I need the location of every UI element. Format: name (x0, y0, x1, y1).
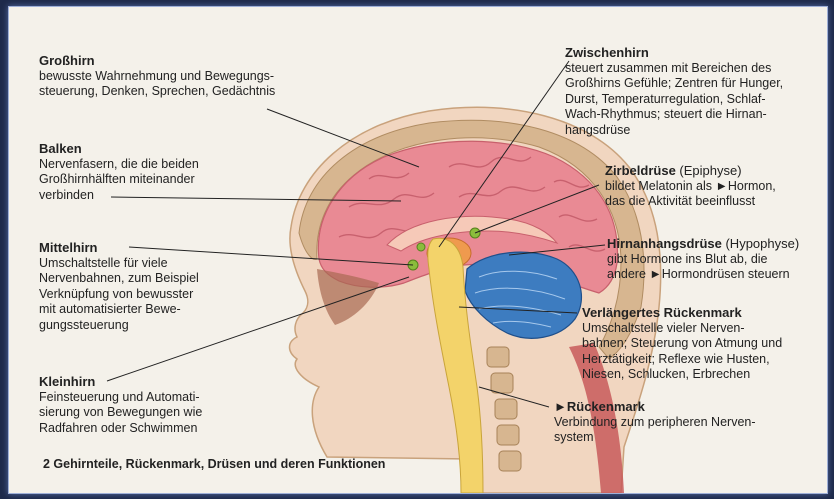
label-zirbeldruese: Zirbeldrüse (Epiphyse) bildet Melatonin … (605, 163, 827, 210)
label-mittelhirn: Mittelhirn Umschaltstelle für viele Nerv… (39, 240, 269, 333)
gland-small (417, 243, 425, 251)
label-zwischenhirn-title: Zwischenhirn (565, 45, 827, 61)
label-balken: Balken Nervenfasern, die die beiden Groß… (39, 141, 269, 203)
label-zirbeldruese-title: Zirbeldrüse (605, 163, 676, 178)
label-kleinhirn: Kleinhirn Feinsteuerung und Automati- si… (39, 374, 269, 436)
figure-caption: 2 Gehirnteile, Rückenmark, Drüsen und de… (43, 457, 385, 471)
label-hirnanhangsdruese: Hirnanhangsdrüse (Hypophyse) gibt Hormon… (607, 236, 827, 283)
label-zwischenhirn: Zwischenhirn steuert zusammen mit Bereic… (565, 45, 827, 138)
label-grosshirn-title: Großhirn (39, 53, 339, 69)
label-mittelhirn-title: Mittelhirn (39, 240, 269, 256)
label-balken-title: Balken (39, 141, 269, 157)
label-rueckenmark: ►Rückenmark Verbindung zum peripheren Ne… (554, 399, 824, 446)
label-verlaengertes-rueckenmark: Verlängertes Rückenmark Umschaltstelle v… (582, 305, 827, 383)
label-grosshirn: Großhirn bewusste Wahrnehmung und Bewegu… (39, 53, 339, 100)
label-kleinhirn-title: Kleinhirn (39, 374, 269, 390)
label-rueckenmark-title: ►Rückenmark (554, 399, 824, 415)
label-verlaengertes-rueckenmark-title: Verlängertes Rückenmark (582, 305, 827, 321)
label-hirnanhangsdruese-title: Hirnanhangsdrüse (607, 236, 722, 251)
textbook-page: Großhirn bewusste Wahrnehmung und Bewegu… (8, 6, 828, 494)
